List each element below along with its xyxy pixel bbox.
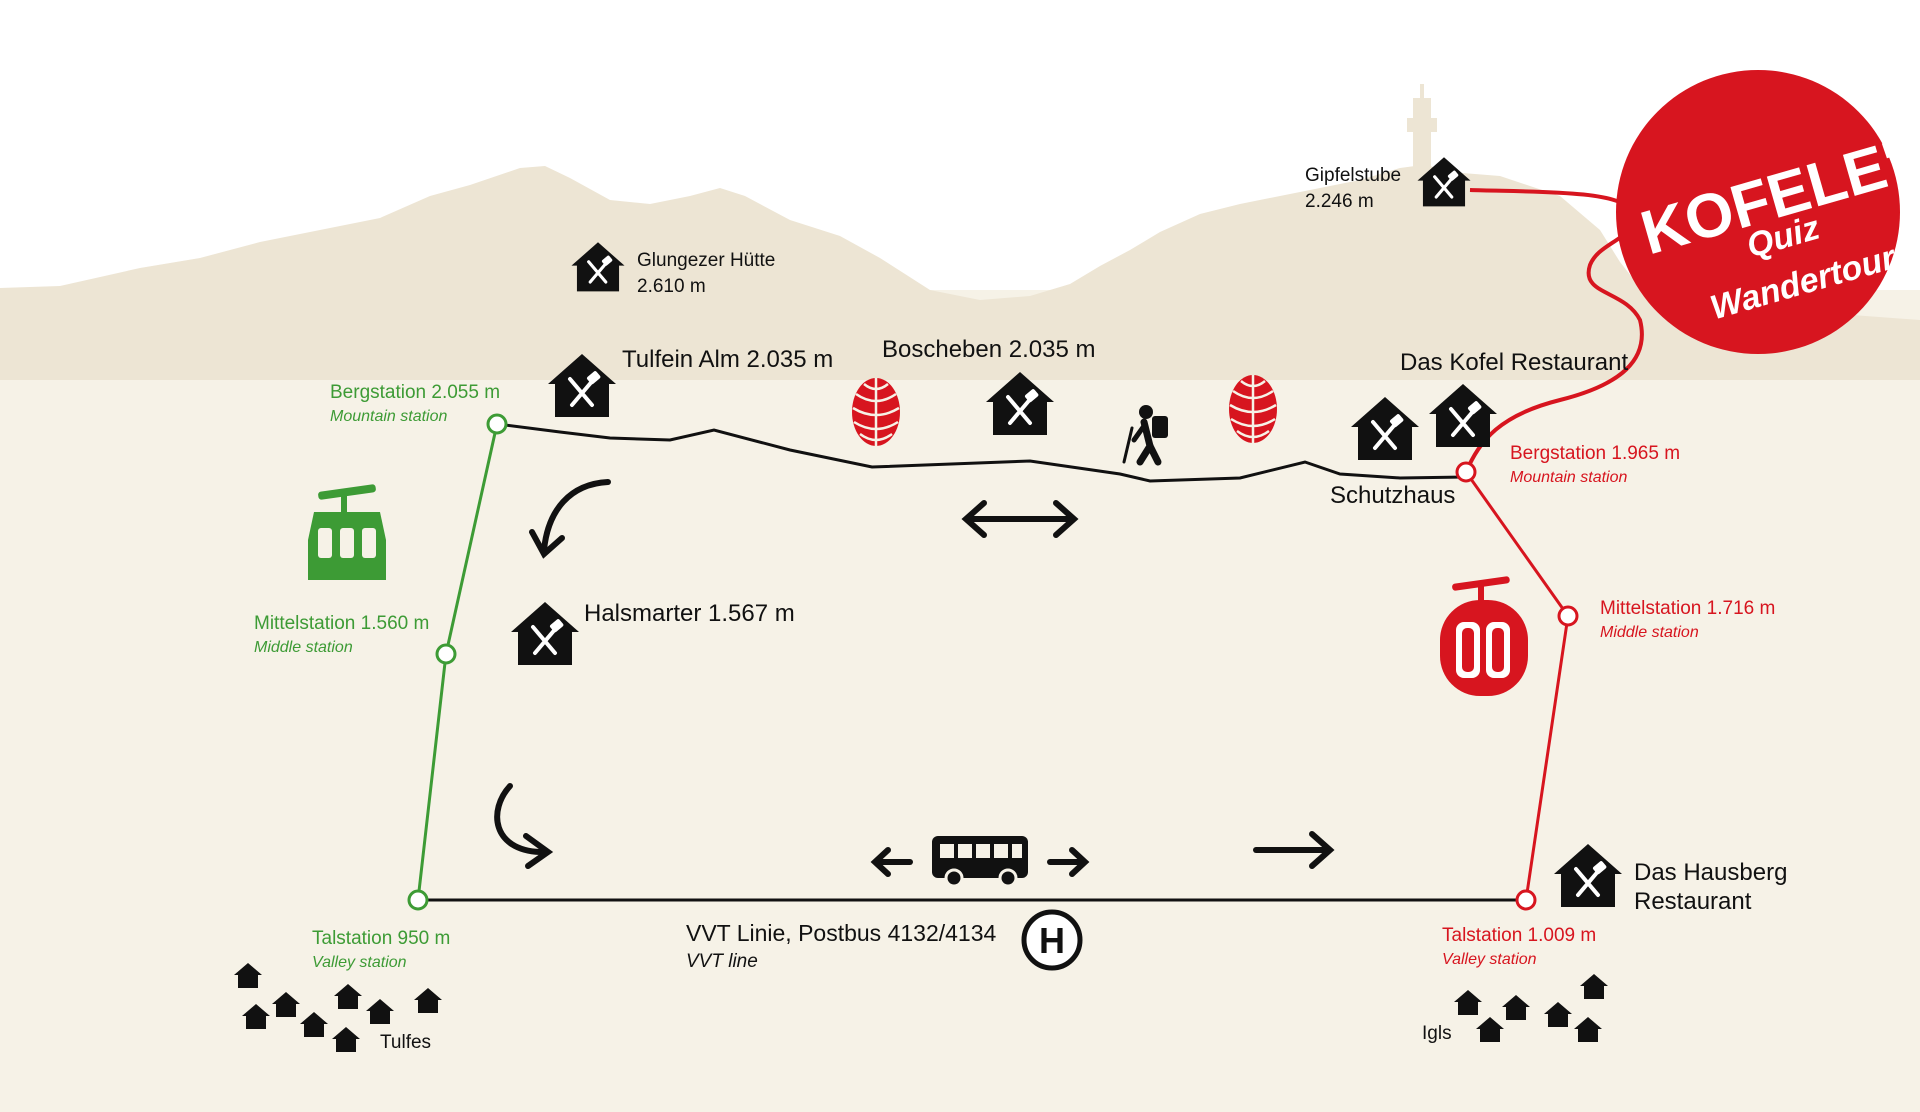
- red-middle-station-sub: Middle station: [1600, 624, 1699, 641]
- tulfein-label: Tulfein Alm 2.035 m: [622, 346, 833, 373]
- red-mountain-station-label: Bergstation 1.965 m: [1510, 443, 1680, 464]
- bus-line-label: VVT Linie, Postbus 4132/4134: [686, 920, 997, 946]
- red-valley-station-label: Talstation 1.009 m: [1442, 925, 1596, 946]
- red-valley-station-marker: [1515, 889, 1537, 911]
- red-path-to-gipfelstube: [1464, 188, 1644, 473]
- green-valley-station-label: Talstation 950 m: [312, 928, 450, 949]
- hausberg-label-line2: Restaurant: [1634, 888, 1752, 915]
- arrow-right-icon: [1253, 831, 1335, 869]
- bus-arrow-left-icon: [870, 847, 913, 877]
- double-arrow-icon: [961, 500, 1079, 538]
- upper-hiking-trail: [496, 422, 1467, 483]
- hiker-icon: [1122, 405, 1168, 466]
- red-middle-station-marker: [1557, 605, 1579, 627]
- green-middle-station-marker: [435, 643, 457, 665]
- pine-cone-icon: [850, 376, 902, 448]
- green-gondola-windows: [318, 528, 376, 558]
- kofel-restaurant-label: Das Kofel Restaurant: [1400, 349, 1628, 376]
- green-mountain-station-sub: Mountain station: [330, 408, 448, 425]
- gipfelstube-name: Gipfelstube: [1305, 165, 1401, 186]
- red-middle-station-label: Mittelstation 1.716 m: [1600, 598, 1775, 619]
- pine-cone-icon: [1227, 373, 1279, 445]
- green-middle-station-label: Mittelstation 1.560 m: [254, 613, 429, 634]
- bus-stop-symbol: H: [1039, 920, 1065, 961]
- mountain-silhouette: [0, 90, 1920, 380]
- green-mountain-station-label: Bergstation 2.055 m: [330, 382, 500, 403]
- red-mountain-station-sub: Mountain station: [1510, 469, 1628, 486]
- green-mountain-station-marker: [486, 413, 508, 435]
- bus-icon: [932, 836, 1028, 888]
- curved-arrow-right-icon: [494, 783, 554, 869]
- kofeles-logo: KOFELE'S Quiz Wandertour: [1616, 70, 1920, 354]
- bus-stop-icon: H: [1021, 909, 1083, 971]
- hausberg-label-line1: Das Hausberg: [1634, 859, 1787, 886]
- green-valley-station-marker: [407, 889, 429, 911]
- curved-arrow-down-icon: [529, 479, 611, 559]
- glungezer-name: Glungezer Hütte: [637, 250, 775, 271]
- tulfes-label: Tulfes: [380, 1032, 431, 1053]
- schutzhaus-label: Schutzhaus: [1330, 482, 1455, 509]
- bus-arrow-right-icon: [1047, 847, 1090, 877]
- red-valley-station-sub: Valley station: [1442, 951, 1537, 968]
- green-middle-station-sub: Middle station: [254, 639, 353, 656]
- igls-label: Igls: [1422, 1023, 1452, 1044]
- green-valley-station-sub: Valley station: [312, 954, 407, 971]
- red-mountain-station-marker: [1455, 461, 1477, 483]
- halsmarter-label: Halsmarter 1.567 m: [584, 600, 795, 627]
- boscheben-label: Boscheben 2.035 m: [882, 336, 1095, 363]
- bus-line-sub: VVT line: [686, 951, 758, 972]
- tower-icon: [1407, 84, 1437, 168]
- glungezer-elevation: 2.610 m: [637, 276, 706, 297]
- gipfelstube-elevation: 2.246 m: [1305, 191, 1374, 212]
- red-gondola-icon: [1440, 576, 1528, 696]
